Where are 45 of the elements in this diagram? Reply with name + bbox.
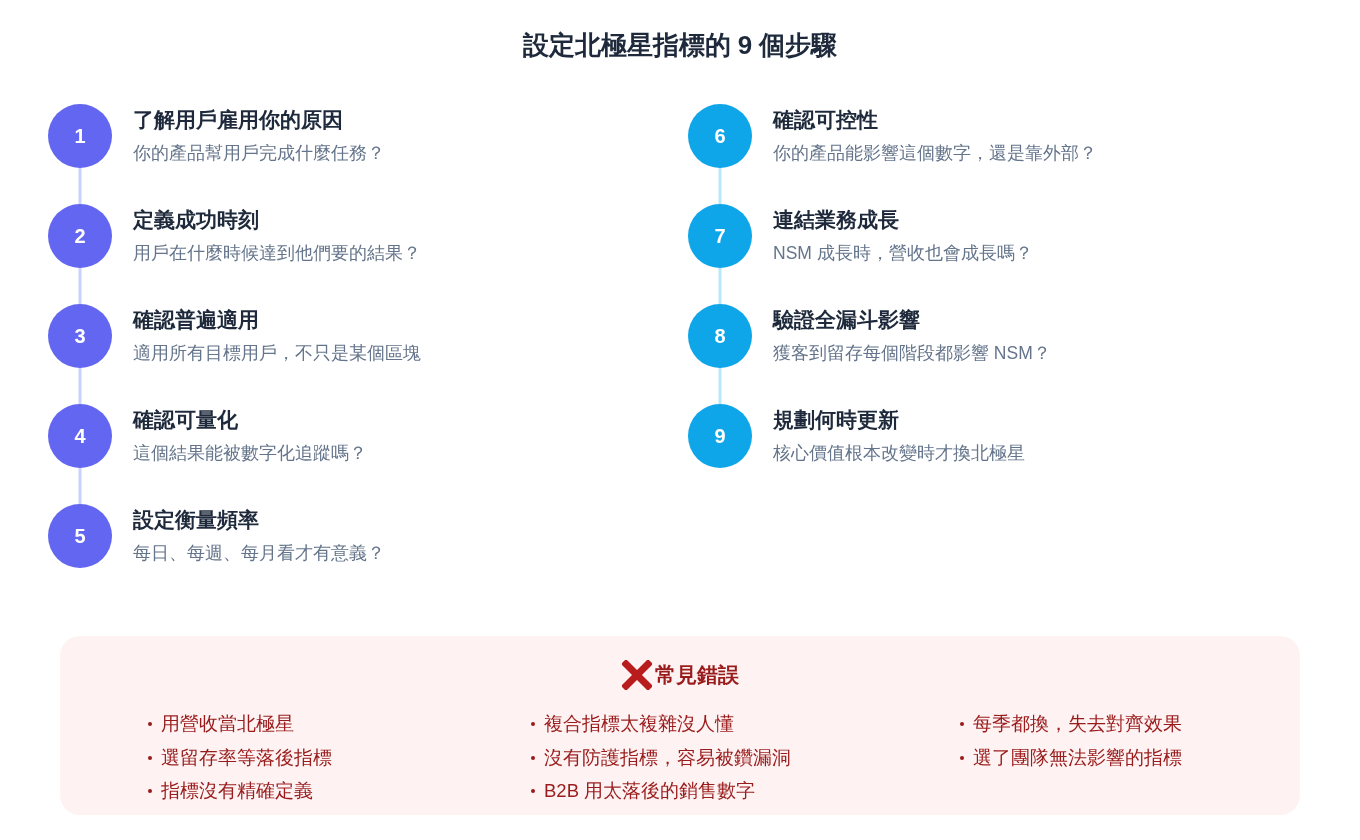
connector-line	[78, 268, 82, 304]
step-description: 核心價值根本改變時才換北極星	[773, 442, 1025, 464]
step-title: 設定衡量頻率	[133, 507, 259, 533]
step-description: 你的產品幫用戶完成什麼任務？	[133, 142, 385, 164]
step-description: NSM 成長時，營收也會成長嗎？	[773, 242, 1033, 264]
step-number-circle: 6	[688, 104, 752, 168]
step-number-circle: 3	[48, 304, 112, 368]
step-title: 確認可量化	[133, 407, 238, 433]
mistake-item: 每季都換，失去對齊效果	[973, 712, 1182, 736]
step-title: 定義成功時刻	[133, 207, 259, 233]
step-number-circle: 8	[688, 304, 752, 368]
connector-line	[718, 368, 722, 404]
step-title: 規劃何時更新	[773, 407, 899, 433]
connector-line	[78, 168, 82, 204]
step-description: 適用所有目標用戶，不只是某個區塊	[133, 342, 421, 364]
connector-line	[78, 368, 82, 404]
connector-line	[718, 168, 722, 204]
step-number-circle: 5	[48, 504, 112, 568]
panel-heading: 常見錯誤	[654, 662, 739, 688]
mistake-item: 沒有防護指標，容易被鑽漏洞	[544, 745, 791, 770]
mistake-item: 選留存率等落後指標	[161, 745, 332, 770]
step-number-circle: 9	[688, 404, 752, 468]
step-title: 連結業務成長	[773, 207, 899, 233]
step-number-circle: 4	[48, 404, 112, 468]
step-description: 你的產品能影響這個數字，還是靠外部？	[773, 142, 1097, 164]
step-description: 每日、每週、每月看才有意義？	[133, 542, 385, 564]
page-title: 設定北極星指標的 9 個步驟	[522, 29, 838, 62]
step-title: 驗證全漏斗影響	[773, 307, 920, 333]
step-description: 用戶在什麼時候達到他們要的結果？	[133, 242, 421, 264]
step-title: 了解用戶雇用你的原因	[133, 107, 343, 133]
step-description: 這個結果能被數字化追蹤嗎？	[133, 442, 367, 464]
step-number-circle: 7	[688, 204, 752, 268]
mistake-item: B2B 用太落後的銷售數字	[544, 779, 756, 803]
mistake-item: 複合指標太複雜沒人懂	[544, 712, 734, 736]
mistake-item: 用營收當北極星	[161, 712, 294, 736]
mistake-item: 指標沒有精確定義	[161, 779, 313, 803]
step-number-circle: 2	[48, 204, 112, 268]
connector-line	[78, 468, 82, 504]
step-number-circle: 1	[48, 104, 112, 168]
connector-line	[718, 268, 722, 304]
step-title: 確認可控性	[773, 107, 878, 133]
mistake-item: 選了團隊無法影響的指標	[973, 745, 1182, 770]
step-description: 獲客到留存每個階段都影響 NSM？	[773, 342, 1051, 364]
step-title: 確認普遍適用	[133, 307, 259, 333]
mistakes-panel	[60, 636, 1300, 815]
